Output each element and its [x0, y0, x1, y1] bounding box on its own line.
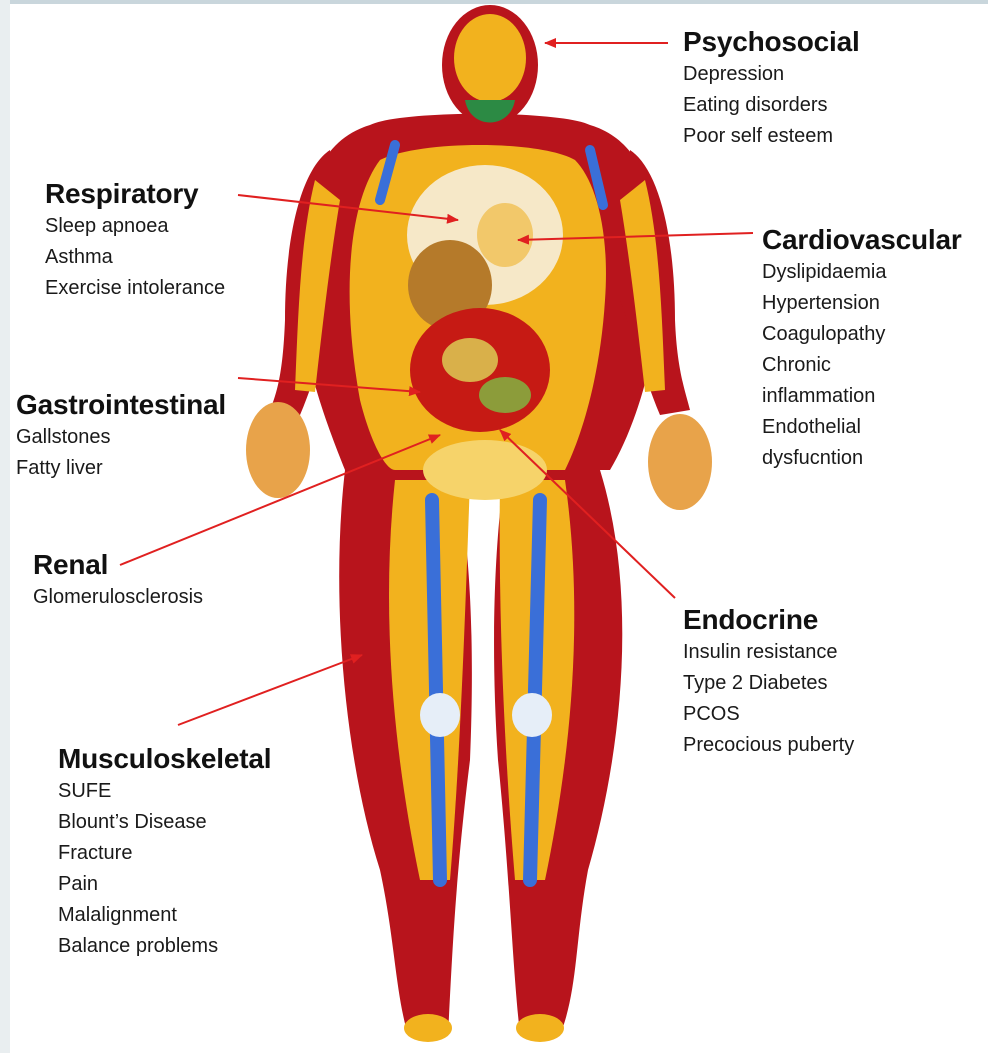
musculoskeletal-item: Balance problems — [58, 931, 271, 962]
psychosocial-heading: Psychosocial — [683, 25, 860, 59]
renal-heading: Renal — [33, 548, 203, 582]
endocrine-item: Type 2 Diabetes — [683, 668, 854, 699]
musculoskeletal-item: SUFE — [58, 776, 271, 807]
gastrointestinal-heading: Gastrointestinal — [16, 388, 226, 422]
musculoskeletal-item: Fracture — [58, 838, 271, 869]
respiratory-item: Sleep apnoea — [45, 211, 225, 242]
respiratory-item: Asthma — [45, 242, 225, 273]
pelvis — [423, 440, 547, 500]
musculoskeletal-item: Blount’s Disease — [58, 807, 271, 838]
gastrointestinal-item: Gallstones — [16, 422, 226, 453]
cardiovascular-item: inflammation — [762, 381, 962, 412]
respiratory-group: Respiratory Sleep apnoea Asthma Exercise… — [45, 177, 225, 304]
cardiovascular-item: Coagulopathy — [762, 319, 962, 350]
psychosocial-item: Poor self esteem — [683, 121, 860, 152]
cardiovascular-heading: Cardiovascular — [762, 223, 962, 257]
gastrointestinal-group: Gastrointestinal Gallstones Fatty liver — [16, 388, 226, 484]
cardiovascular-item: Chronic — [762, 350, 962, 381]
cardiovascular-item: Endothelial — [762, 412, 962, 443]
musculoskeletal-item: Malalignment — [58, 900, 271, 931]
musculoskeletal-group: Musculoskeletal SUFE Blount’s Disease Fr… — [58, 742, 271, 962]
endocrine-item: Precocious puberty — [683, 730, 854, 761]
right-hand — [648, 414, 712, 510]
musculoskeletal-heading: Musculoskeletal — [58, 742, 271, 776]
psychosocial-group: Psychosocial Depression Eating disorders… — [683, 25, 860, 152]
cardiovascular-item: Dyslipidaemia — [762, 257, 962, 288]
respiratory-item: Exercise intolerance — [45, 273, 225, 304]
psychosocial-item: Depression — [683, 59, 860, 90]
gastrointestinal-item: Fatty liver — [16, 453, 226, 484]
arrow-musculoskeletal — [178, 655, 362, 725]
respiratory-heading: Respiratory — [45, 177, 225, 211]
renal-item: Glomerulosclerosis — [33, 582, 203, 613]
cardiovascular-item: Hypertension — [762, 288, 962, 319]
musculoskeletal-item: Pain — [58, 869, 271, 900]
left-hand — [246, 402, 310, 498]
heart — [477, 203, 533, 267]
endocrine-item: Insulin resistance — [683, 637, 854, 668]
endocrine-item: PCOS — [683, 699, 854, 730]
endocrine-group: Endocrine Insulin resistance Type 2 Diab… — [683, 603, 854, 761]
cardiovascular-item: dysfucntion — [762, 443, 962, 474]
endocrine-heading: Endocrine — [683, 603, 854, 637]
body-silhouette — [246, 5, 712, 1042]
cardiovascular-group: Cardiovascular Dyslipidaemia Hypertensio… — [762, 223, 962, 474]
renal-group: Renal Glomerulosclerosis — [33, 548, 203, 613]
psychosocial-item: Eating disorders — [683, 90, 860, 121]
